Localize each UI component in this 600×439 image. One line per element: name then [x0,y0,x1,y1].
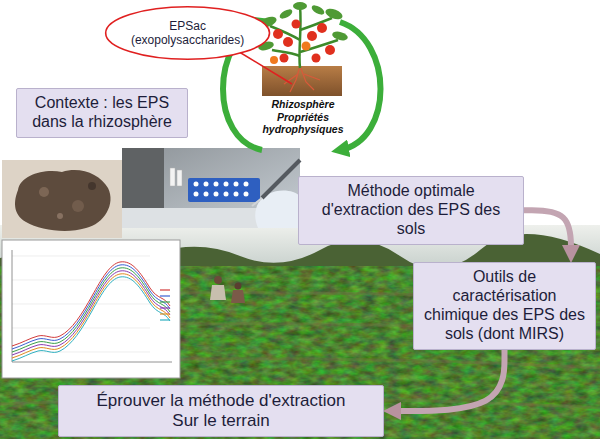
callout-ellipse: EPSac (exopolysaccharides) [104,5,271,61]
leader-line [236,50,292,84]
box-text: EPSac (exopolysaccharides) [125,19,251,47]
process-box: Outils de caractérisation chimique des E… [413,262,596,350]
farm-workers [210,276,245,303]
lab-photo [122,148,300,228]
box-text: Outils de caractérisation chimique des E… [422,268,587,344]
box-text: Sur le terrain [172,411,269,431]
flow-arrow [524,210,571,254]
soil-aggregate-photo [2,160,122,238]
ellipse-shape [106,7,270,60]
region-label: Rhizosphère Propriétés hydrophysiques [253,98,353,136]
soil-block [262,66,342,96]
process-box: Méthode optimale d'extraction des EPS de… [298,176,524,245]
process-box: Contexte : les EPS dans la rhizosphère [16,88,188,138]
tomato-plant [257,2,349,96]
field-photo [0,225,600,439]
process-box: Éprouver la méthode d'extractionSur le t… [58,385,384,437]
flow-arrow [392,350,505,411]
box-text: Contexte : les EPS dans la rhizosphère [25,94,179,132]
spectra-chart [2,240,180,378]
box-text: Méthode optimale d'extraction des EPS de… [307,182,515,239]
box-text: Éprouver la méthode d'extraction [97,391,346,411]
